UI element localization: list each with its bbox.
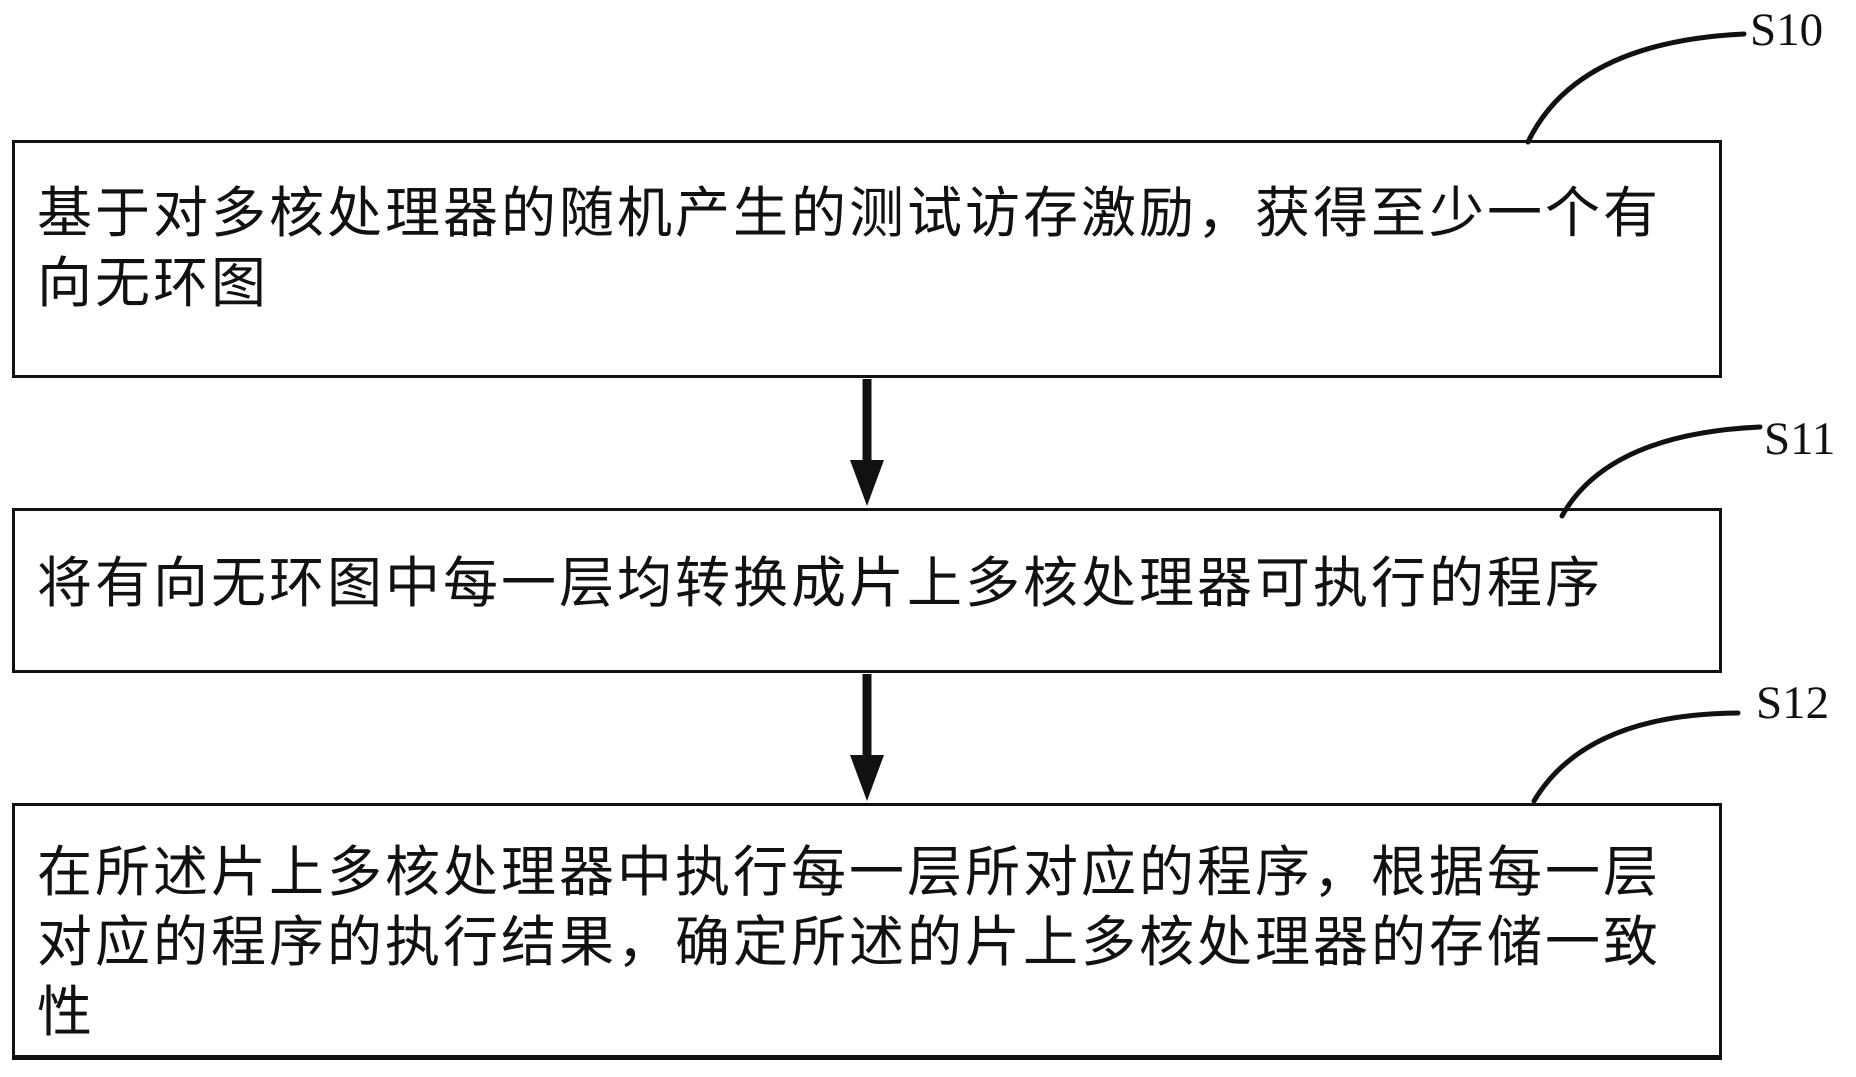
step-label-s10: S10 — [1750, 4, 1824, 56]
down-arrow-icon — [850, 674, 884, 801]
leader-curve-s11 — [1559, 424, 1763, 519]
flow-step-text-s11: 将有向无环图中每一层均转换成片上多核处理器可执行的程序 — [37, 553, 1604, 614]
step-label-s11: S11 — [1764, 413, 1836, 465]
down-arrow-icon — [850, 379, 884, 506]
flow-step-box-s12: 在所述片上多核处理器中执行每一层所对应的程序，根据每一层对应的程序的执行结果，确… — [12, 803, 1722, 1060]
flow-step-box-s10: 基于对多核处理器的随机产生的测试访存激励，获得至少一个有向无环图 — [12, 140, 1722, 378]
leader-curve-s10 — [1525, 31, 1747, 145]
step-label-s12: S12 — [1756, 677, 1830, 729]
flow-step-text-s10: 基于对多核处理器的随机产生的测试访存激励，获得至少一个有向无环图 — [37, 183, 1662, 314]
flow-step-box-s11: 将有向无环图中每一层均转换成片上多核处理器可执行的程序 — [12, 508, 1722, 673]
leader-curve-s12 — [1531, 710, 1741, 804]
flow-step-text-s12: 在所述片上多核处理器中执行每一层所对应的程序，根据每一层对应的程序的执行结果，确… — [37, 842, 1662, 1043]
